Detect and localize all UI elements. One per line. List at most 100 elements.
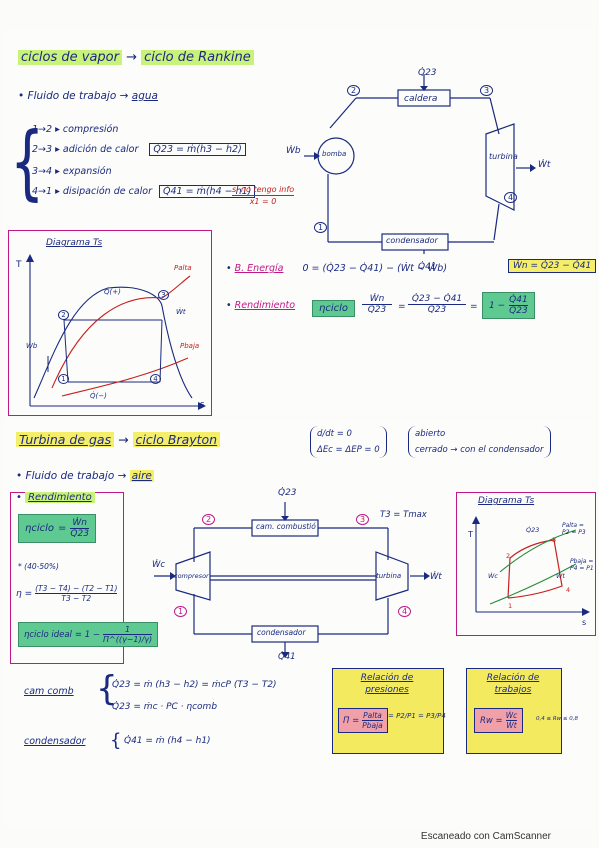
brayton-fluid-row: • Fluido de trabajo → aire: [16, 470, 154, 482]
ts-work-out-label: Ẇt: [176, 308, 186, 316]
brayton-title-row: Turbina de gas → ciclo Brayton: [16, 432, 221, 447]
cam-comb-eq2: Q̇23 = ṁc · PC · ηcomb: [112, 702, 218, 712]
process-desc: disipación de calor: [62, 186, 152, 197]
brayton-condenser-label: condensador: [257, 628, 306, 637]
work-out-label: Ẇt: [538, 160, 551, 170]
ts-point-2: 2: [58, 310, 69, 320]
brayton-ts-point-2: 2: [506, 552, 511, 560]
brayton-conditions: d/dt = 0 ΔEc = ΔEP = 0: [310, 426, 387, 458]
brayton-heat-out-label: Q̇41: [278, 652, 296, 662]
brayton-ts-y-axis: T: [468, 530, 473, 539]
condition-1: d/dt = 0: [317, 429, 352, 439]
rankine-eff-frac2: Q̇23 − Q̇41 Q̇23: [408, 294, 466, 315]
process-desc: adición de calor: [62, 144, 139, 155]
ts-heat-out-label: Q̇(−): [90, 392, 107, 400]
brayton-turbine-label: turbina: [376, 572, 402, 580]
point-1-marker: 1: [314, 222, 327, 233]
ts-heat-in-label: Q̇(+): [104, 288, 121, 296]
work-in-label: Ẇb: [286, 146, 301, 156]
energy-row: • B. Energía 0 = (Q̇23 − Q̇41) − (Ẇt − Ẇ…: [226, 263, 447, 274]
frac-den: Q̇23: [509, 306, 528, 316]
brace-icon: {: [10, 114, 45, 209]
rankine-eff-lhs: ηciclo: [312, 300, 356, 317]
pressure-ratio-rest: = P2/P1 = P3/P4: [388, 712, 446, 720]
process-desc: compresión: [62, 124, 119, 135]
work-lhs: Rw =: [480, 715, 503, 726]
bullet-icon: •: [16, 470, 26, 482]
arrow-right-icon: →: [117, 470, 130, 482]
brayton-cycle-diagram: [154, 502, 430, 658]
rankine-fluid-value: agua: [131, 90, 158, 102]
ts-point-4: 4: [150, 374, 161, 384]
camscanner-footer: Escaneado con CamScanner: [420, 831, 551, 842]
process-eq: Q̇41 = ṁ(h4 − h1): [159, 185, 256, 198]
condenser-eq-label: condensador: [24, 736, 86, 747]
brayton-eff-lhs: ηciclo: [25, 523, 55, 534]
brayton-fluid-label: Fluido de trabajo: [25, 470, 115, 482]
bullet-icon: •: [16, 492, 26, 503]
process-eq: Q̇23 = ṁ(h3 − h2): [149, 143, 246, 156]
brayton-subtitle: ciclo Brayton: [132, 432, 221, 447]
point-2-marker: 2: [347, 85, 360, 96]
bullet-icon: •: [226, 263, 235, 274]
rankine-fluid-row: • Fluido de trabajo → agua: [18, 90, 158, 102]
rankine-ts-box: [8, 230, 212, 416]
rankine-subtitle: ciclo de Rankine: [141, 50, 254, 65]
heat-out-label: Q̇41: [418, 262, 437, 272]
brayton-ts-x-axis: s: [582, 618, 587, 627]
frac-one: 1 −: [489, 300, 506, 311]
frac-num: Ẇn: [362, 294, 392, 305]
rankine-fluid-label: Fluido de trabajo: [27, 90, 117, 102]
equals-sign: =: [470, 302, 478, 312]
ts-x-axis-label: s: [200, 400, 205, 410]
open-label: abierto: [415, 429, 446, 439]
energy-label: B. Energía: [234, 263, 284, 274]
brayton-eff-long: η = (T3 − T4) − (T2 − T1) T3 − T2: [16, 584, 118, 603]
frac-den: Ẇt: [506, 721, 517, 730]
frac-den: T3 − T2: [61, 594, 92, 603]
brayton-ts-work-in: Ẇc: [488, 572, 499, 580]
compressor-label: compresor: [174, 572, 209, 580]
ts-p-low-label: Pbaja: [180, 342, 200, 350]
t3-label: T3 = Tmax: [380, 510, 427, 520]
ts-point-1: 1: [58, 374, 69, 384]
brayton-eff-title-row: • Rendimiento: [16, 492, 95, 503]
energy-result: Ẇn = Q̇23 − Q̇41: [508, 259, 597, 273]
brayton-turbine-shape: [375, 551, 409, 601]
brayton-eff-range: (40-50%): [24, 562, 59, 571]
brayton-ts-heat-in: Q̇23: [526, 526, 540, 534]
rankine-ts-plot: [26, 254, 206, 410]
boiler-label: caldera: [404, 94, 438, 104]
brayton-work-in-label: Ẇc: [152, 560, 166, 570]
brayton-eff-ideal: ηciclo ideal = 1 − 1 Π^((γ−1)/γ): [18, 622, 159, 647]
arrow-right-icon: →: [118, 432, 133, 447]
brayton-ts-point-1: 1: [508, 602, 513, 610]
point-4-marker: 4: [504, 192, 517, 203]
frac-num: Palta: [362, 711, 383, 721]
frac-num: Q̇41: [509, 295, 528, 306]
chamber-label: cam. combustió: [256, 522, 316, 531]
arrow-right-icon: →: [119, 90, 132, 102]
red-note: si no tengo info x1 = 0: [232, 184, 295, 207]
work-ratio-title: Relación de trabajos: [486, 673, 540, 695]
work-ratio-note: 0,4 ≤ Rw ≤ 0,8: [536, 716, 579, 722]
brace-icon: {: [96, 669, 118, 709]
frac-num: 1: [102, 625, 153, 635]
brayton-sheet: Turbina de gas → ciclo Brayton d/dt = 0 …: [4, 418, 596, 828]
ts-p-high-label: Palta: [174, 264, 192, 272]
rankine-ts-title: Diagrama Ts: [46, 238, 103, 248]
frac-den: Q̇23: [427, 305, 447, 315]
closed-label: cerrado: [415, 445, 448, 455]
brayton-point-2: 2: [202, 514, 215, 525]
process-desc: expansión: [62, 166, 112, 177]
rankine-title: ciclos de vapor: [18, 50, 122, 65]
bullet-icon: •: [18, 90, 25, 102]
brayton-eff-main: ηciclo = Ẇn Q̇23: [18, 514, 96, 543]
press-lhs: Π =: [343, 715, 360, 726]
brayton-ts-work-out: Ẇt: [556, 572, 565, 580]
condition-2: ΔEc = ΔEP = 0: [317, 445, 380, 455]
brayton-point-3: 3: [356, 514, 369, 525]
process-step: 3→4: [32, 166, 53, 177]
process-step: 4→1: [32, 186, 53, 197]
process-step: 1→2: [32, 124, 53, 135]
